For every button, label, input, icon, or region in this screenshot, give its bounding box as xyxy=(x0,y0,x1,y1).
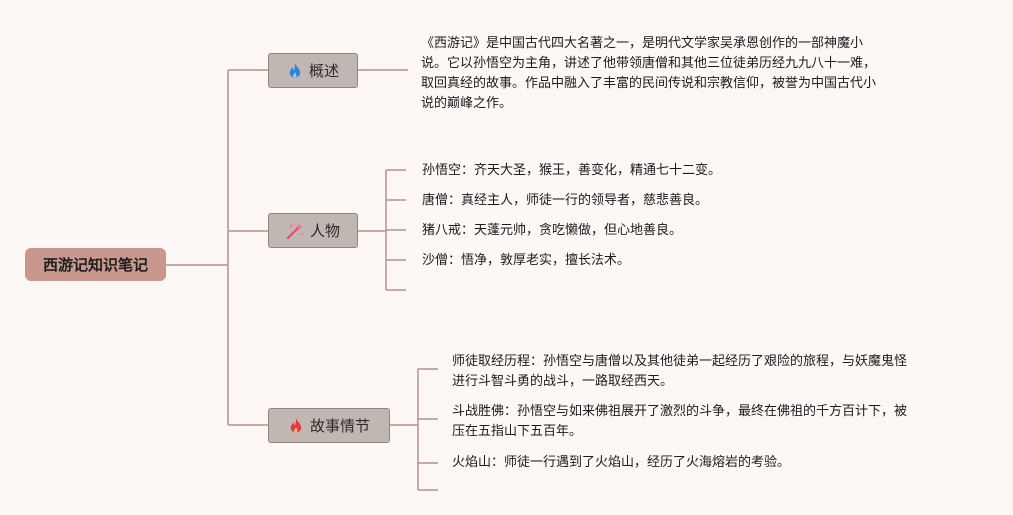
leaf-tang-seng: 唐僧：真经主人，师徒一行的领导者，慈悲善良。 xyxy=(422,193,709,208)
root-label: 西游记知识笔记 xyxy=(42,256,148,274)
branch-characters[interactable]: 人物 xyxy=(268,213,358,248)
leaf-journey: 师徒取经历程：孙悟空与唐僧以及其他徒弟一起经历了艰险的旅程，与妖魔鬼怪 进行斗智… xyxy=(452,354,908,389)
leaf-buddha: 斗战胜佛：孙悟空与如来佛祖展开了激烈的斗争，最终在佛祖的千方百计下，被 压在五指… xyxy=(452,404,908,439)
branch-label: 人物 xyxy=(309,222,340,240)
branch-label: 故事情节 xyxy=(309,417,370,435)
branch-plot[interactable]: 故事情节 xyxy=(268,408,390,443)
branch-overview[interactable]: 概述 xyxy=(268,53,358,88)
overview-text: 《西游记》是中国古代四大名著之一，是明代文学家吴承恩创作的一部神魔小 说。它以孙… xyxy=(421,36,877,111)
blue-flame-icon xyxy=(287,62,303,80)
root-node[interactable]: 西游记知识笔记 xyxy=(25,248,166,281)
red-flame-icon xyxy=(288,417,304,435)
leaf-sha-seng: 沙僧：悟净，敦厚老实，擅长法术。 xyxy=(422,253,631,268)
branch-label: 概述 xyxy=(308,62,339,80)
leaf-zhu-bajie: 猪八戒：天蓬元帅，贪吃懒做，但心地善良。 xyxy=(422,223,683,238)
magic-wand-icon xyxy=(286,222,304,240)
leaf-sun-wukong: 孙悟空：齐天大圣，猴王，善变化，精通七十二变。 xyxy=(422,163,722,178)
leaf-flaming-mountain: 火焰山：师徒一行遇到了火焰山，经历了火海熔岩的考验。 xyxy=(452,455,791,470)
